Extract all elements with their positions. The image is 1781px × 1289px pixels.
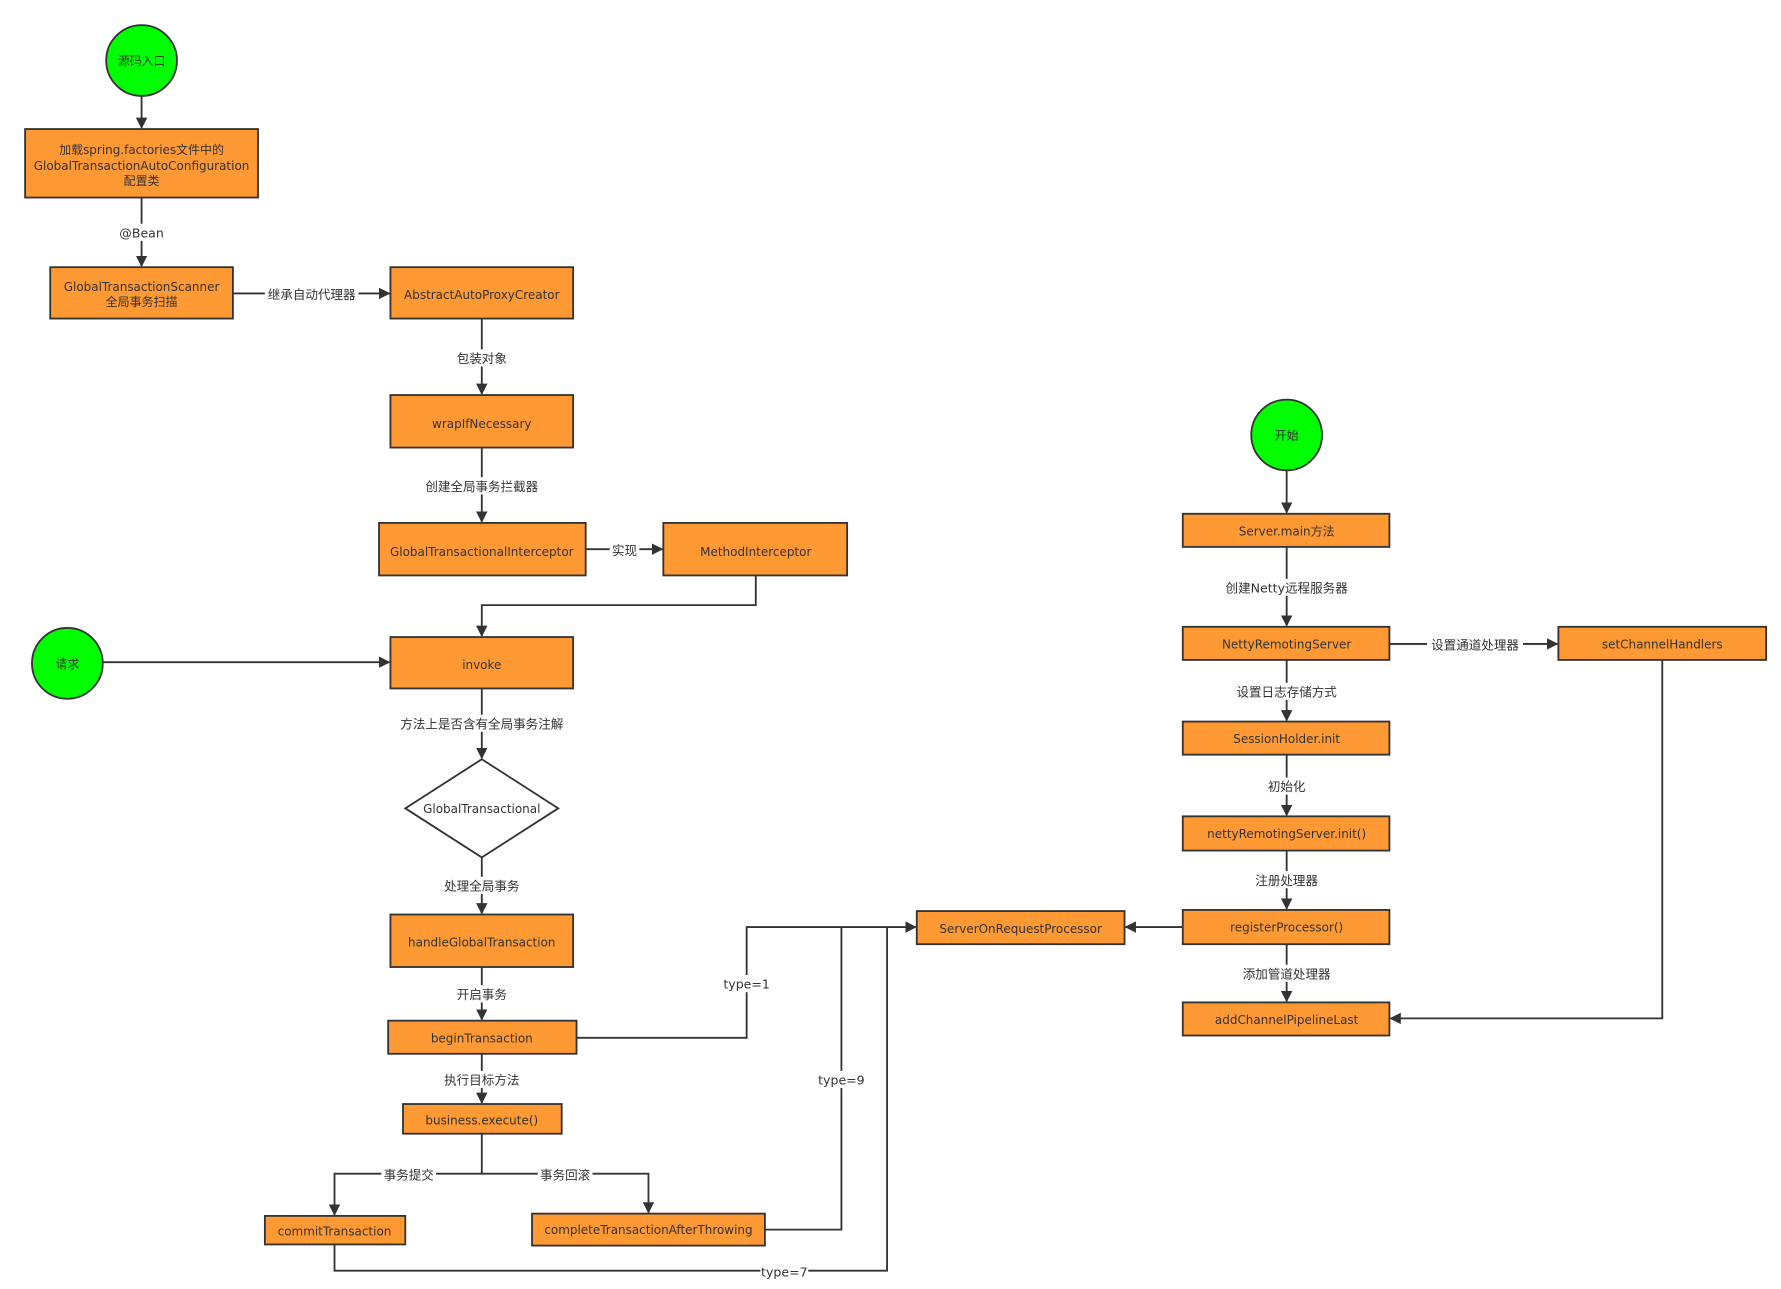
node-abstract-proxy: AbstractAutoProxyCreator [389,266,575,320]
node-label: SessionHolder.init [1233,732,1340,746]
node-wrap: wrapIfNecessary [389,394,575,449]
node-server-main: Server.main方法 [1181,512,1391,548]
edge-label-has-annotation: 方法上是否含有全局事务注解 [400,716,564,731]
node-load-config: 加载spring.factories文件中的 GlobalTransaction… [24,128,259,199]
node-label: setChannelHandlers [1602,637,1723,651]
node-execute: business.execute() [402,1103,563,1135]
node-request: 请求 [31,627,104,700]
edge-label-register-handler: 注册处理器 [1255,873,1318,888]
edge-label-exec-target: 执行目标方法 [444,1073,519,1088]
node-label: nettyRemotingServer.init() [1207,827,1366,841]
nodes: 源码入口 加载spring.factories文件中的 GlobalTransa… [24,24,1768,1247]
node-label: 配置类 [124,174,160,188]
node-label: addChannelPipelineLast [1215,1013,1359,1027]
node-label: wrapIfNecessary [432,417,531,431]
node-start: 开始 [1250,398,1323,472]
node-label: commitTransaction [278,1224,392,1238]
node-label: completeTransactionAfterThrowing [544,1223,752,1237]
edge-label-type1: type=1 [723,977,770,992]
node-label: GlobalTransactionAutoConfiguration [34,159,250,173]
edge-label-set-channel: 设置通道处理器 [1431,638,1519,653]
edge-label-bean: @Bean [119,225,164,240]
edge-label-set-log: 设置日志存储方式 [1236,684,1337,699]
edge-label-rollback-tx: 事务回滚 [540,1167,591,1182]
node-invoke: invoke [389,636,575,690]
node-label: handleGlobalTransaction [408,935,555,949]
node-label: GlobalTransactionScanner [64,280,220,294]
edge-label-create-interceptor: 创建全局事务拦截器 [425,479,538,494]
node-label: beginTransaction [431,1031,533,1045]
edge-label-create-netty: 创建Netty远程服务器 [1226,581,1349,596]
node-decision: GlobalTransactional [403,758,560,859]
node-label: NettyRemotingServer [1222,637,1351,651]
edge-labels: @Bean 继承自动代理器 包装对象 创建全局事务拦截器 实现 方法上是否含有全… [118,223,1523,1280]
edge-label-implements: 实现 [612,543,637,558]
edge-label-open-tx: 开启事务 [457,987,508,1002]
node-scanner: GlobalTransactionScanner 全局事务扫描 [49,266,234,320]
node-begin: beginTransaction [387,1019,578,1055]
node-method-interceptor: MethodInterceptor [662,521,849,577]
edge-label-handle-global: 处理全局事务 [444,879,520,894]
edge-execute-rollback [481,1172,655,1214]
node-session-init: SessionHolder.init [1181,720,1391,756]
node-add-pipeline: addChannelPipelineLast [1181,1001,1391,1037]
node-label: MethodInterceptor [700,545,811,559]
node-label: GlobalTransactionalInterceptor [390,545,574,559]
edge-label-init: 初始化 [1268,779,1306,794]
node-netty-server: NettyRemotingServer [1181,625,1391,661]
node-source-entry: 源码入口 [105,24,178,97]
node-label: GlobalTransactional [423,802,540,816]
edge-label-inherit: 继承自动代理器 [268,287,356,302]
edge-label-wrap-object: 包装对象 [457,351,507,366]
node-label: Server.main方法 [1239,523,1335,538]
node-label: 请求 [55,657,79,671]
node-label: 源码入口 [118,54,166,68]
node-label: registerProcessor() [1230,921,1343,935]
node-label: ServerOnRequestProcessor [939,922,1102,936]
edge-label-type9: type=9 [818,1073,865,1088]
node-register: registerProcessor() [1181,909,1391,946]
node-netty-init: nettyRemotingServer.init() [1181,815,1391,852]
edge-handlers-pipeline [1389,659,1664,1025]
node-server-processor: ServerOnRequestProcessor [915,910,1126,946]
edge-method-invoke [476,575,757,638]
node-rollback: completeTransactionAfterThrowing [531,1212,766,1247]
node-label: invoke [462,658,501,672]
node-label: 全局事务扫描 [106,294,178,309]
edge-label-type7: type=7 [761,1264,808,1279]
node-interceptor: GlobalTransactionalInterceptor [378,521,587,577]
node-handle: handleGlobalTransaction [389,913,575,968]
node-label: 开始 [1275,429,1299,443]
node-label: business.execute() [425,1114,538,1128]
edge-label-add-pipeline: 添加管道处理器 [1243,966,1331,981]
node-commit: commitTransaction [263,1214,407,1246]
node-label: 加载spring.factories文件中的 [59,142,224,157]
edge-label-commit-tx: 事务提交 [384,1167,435,1182]
edge-commit-processor [333,927,888,1272]
node-label: AbstractAutoProxyCreator [404,288,560,302]
node-set-handlers: setChannelHandlers [1557,625,1768,661]
edges [102,95,1664,1272]
edge-rollback-processor [764,927,843,1231]
